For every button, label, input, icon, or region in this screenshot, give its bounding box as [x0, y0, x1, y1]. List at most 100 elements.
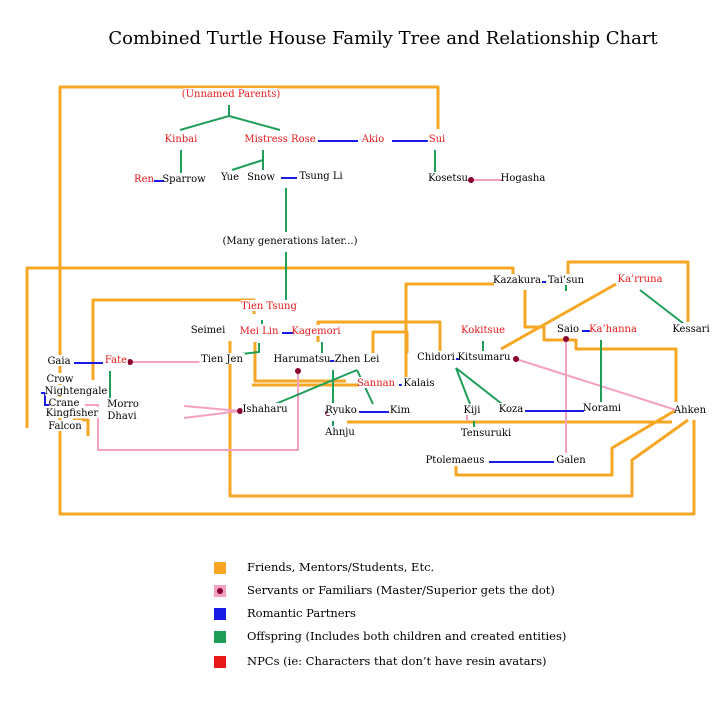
node-label-bg [249, 171, 273, 182]
master-dot [563, 336, 569, 342]
legend-label: Friends, Mentors/Students, Etc. [247, 560, 435, 574]
node-nightengale: Nightengale [45, 386, 108, 397]
node-kazakura: Kazakura [493, 275, 541, 286]
node-unnamed-parents: (Unnamed Parents) [182, 89, 281, 100]
node-label-bg [460, 427, 512, 438]
node-karruna: Ka’rruna [617, 274, 662, 285]
node-gaia: Gaia [47, 356, 70, 367]
node-ishaharu: Ishaharu [242, 404, 288, 415]
friends-edge [58, 85, 696, 516]
legend-label: NPCs (ie: Characters that don’t have res… [247, 654, 547, 668]
node-label-bg [49, 397, 79, 408]
servants-edge [183, 405, 241, 412]
offspring-edge [272, 369, 358, 406]
node-label-bg [199, 353, 245, 364]
offspring-edge [455, 367, 471, 405]
servants-edge [183, 410, 241, 419]
node-ptolemaeus: Ptolemaeus [426, 455, 485, 466]
node-label-bg [216, 235, 364, 246]
node-label-bg [48, 373, 72, 384]
node-label-bg [671, 323, 711, 334]
offspring-edge [639, 289, 685, 325]
node-label-bg [44, 407, 100, 418]
node-label-bg [47, 355, 71, 366]
node-label-bg [499, 403, 523, 414]
friends-edge [454, 408, 677, 477]
legend-swatch-servants [214, 585, 226, 597]
offspring-edge [228, 115, 281, 131]
node-label-bg [428, 172, 468, 183]
offspring-edge [455, 367, 503, 405]
offspring-edge [179, 105, 230, 131]
node-many-gen: (Many generations later...) [223, 236, 358, 247]
master-dot [127, 359, 133, 365]
legend-label: Offspring (Includes both children and cr… [247, 629, 567, 643]
node-label-bg [617, 273, 663, 284]
friends-edge [253, 342, 346, 383]
friends-edge [523, 290, 678, 402]
node-sui: Sui [429, 134, 446, 145]
node-koza: Koza [499, 404, 523, 415]
node-yue: Yue [220, 172, 239, 183]
legend-swatch-romantic [214, 608, 226, 620]
node-label-bg [107, 410, 137, 421]
node-label-bg [298, 170, 344, 181]
node-label-bg [276, 353, 328, 364]
node-mistress-rose: Mistress Rose [244, 134, 315, 145]
node-label-bg [184, 88, 278, 99]
node-crane: Crane [49, 398, 80, 409]
node-label-bg [675, 404, 705, 415]
node-dhavi: Dhavi [107, 411, 136, 422]
node-label-bg [401, 377, 437, 388]
node-label-bg [45, 385, 107, 396]
node-label-bg [243, 133, 317, 144]
node-kiji: Kiji [464, 405, 481, 416]
node-label-bg [242, 403, 288, 414]
legend-swatch-friends [214, 562, 226, 574]
node-kingfisher: Kingfisher [46, 408, 99, 419]
node-fate: Fate [105, 355, 127, 366]
node-saio: Saio [557, 324, 579, 335]
node-label-bg [427, 454, 483, 465]
master-dot [295, 368, 301, 374]
node-crow: Crow [46, 374, 73, 385]
node-label-bg [590, 323, 636, 334]
node-label-bg [220, 171, 240, 182]
node-label-bg [241, 300, 297, 311]
friends-edge [404, 282, 494, 378]
node-kahanna: Ka’hanna [589, 324, 637, 335]
romantic-edge [41, 392, 50, 406]
legend-label: Servants or Familiars (Master/Superior g… [247, 583, 555, 597]
node-label-bg [556, 323, 580, 334]
servants-edge [85, 371, 299, 451]
node-kessari: Kessari [672, 324, 709, 335]
node-kalais: Kalais [404, 378, 435, 389]
node-falcon: Falcon [48, 421, 82, 432]
node-label-bg [190, 324, 226, 335]
node-mei-lin: Mei Lin [240, 326, 279, 337]
node-chidori: Chidori [417, 352, 455, 363]
legend-swatch-offspring [214, 631, 226, 643]
node-seimei: Seimei [191, 325, 226, 336]
node-kokitsue: Kokitsue [461, 325, 505, 336]
node-morro: Morro [107, 399, 139, 410]
node-label-bg [239, 325, 279, 336]
node-snow: Snow [247, 172, 275, 183]
node-tien-jen: Tien Jen [201, 354, 243, 365]
friends-edge [566, 260, 690, 322]
node-ahnju: Ahnju [324, 427, 355, 438]
node-label-bg [546, 274, 586, 285]
node-tensuruki: Tensuruki [461, 428, 511, 439]
node-label-bg [503, 172, 543, 183]
node-label-bg [326, 404, 356, 415]
node-label-bg [556, 454, 586, 465]
node-kitsumaru: Kitsumaru [458, 352, 511, 363]
node-label-bg [460, 324, 506, 335]
node-label-bg [134, 173, 154, 184]
legend-label: Romantic Partners [247, 606, 356, 620]
node-tsung-li: Tsung Li [299, 171, 342, 182]
chart-title: Combined Turtle House Family Tree and Re… [108, 28, 658, 49]
node-kinbai: Kinbai [165, 134, 198, 145]
node-label-bg [334, 353, 380, 364]
